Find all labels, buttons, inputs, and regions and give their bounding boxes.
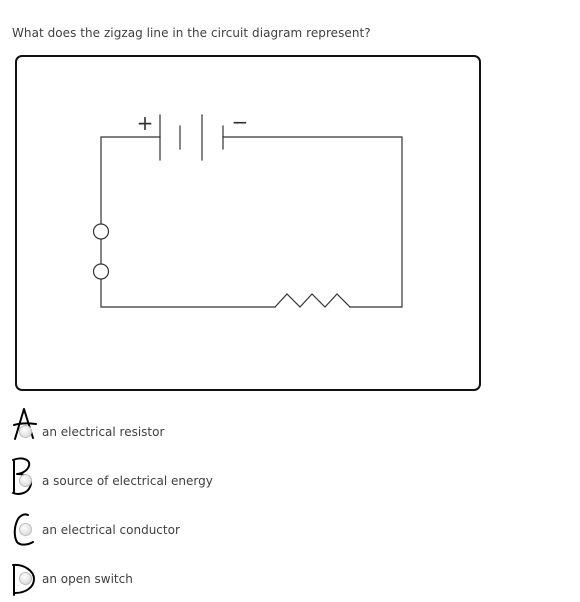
wire-bottom-left xyxy=(100,278,276,308)
radio-choice-b[interactable] xyxy=(19,474,32,487)
radio-choice-c[interactable] xyxy=(19,523,32,536)
circuit-diagram: + − xyxy=(92,110,403,308)
choice-b-label: a source of electrical energy xyxy=(42,474,213,488)
resistor-zigzag xyxy=(274,293,351,308)
wire-right xyxy=(222,136,403,308)
question-text: What does the zigzag line in the circuit… xyxy=(12,26,371,40)
radio-choice-d[interactable] xyxy=(19,572,32,585)
choice-a-label: an electrical resistor xyxy=(42,425,165,439)
handwritten-letter-b xyxy=(12,457,32,495)
battery-minus-sign: − xyxy=(232,110,249,134)
choice-c[interactable]: an electrical conductor xyxy=(0,511,300,551)
wire-top-left xyxy=(100,136,161,225)
choice-d-label: an open switch xyxy=(42,572,133,586)
choice-b[interactable]: a source of electrical energy xyxy=(0,455,300,495)
switch-terminal-top xyxy=(92,223,110,240)
choice-d[interactable]: an open switch xyxy=(0,562,300,602)
handwritten-letter-d xyxy=(12,563,35,596)
handwritten-letter-c xyxy=(13,513,34,546)
radio-choice-a[interactable] xyxy=(19,425,32,438)
battery-plus-sign: + xyxy=(137,111,154,135)
choice-a[interactable]: an electrical resistor xyxy=(0,406,300,446)
circuit-diagram-frame: + − xyxy=(15,55,481,391)
switch-terminal-bottom xyxy=(92,263,110,280)
choice-c-label: an electrical conductor xyxy=(42,523,180,537)
